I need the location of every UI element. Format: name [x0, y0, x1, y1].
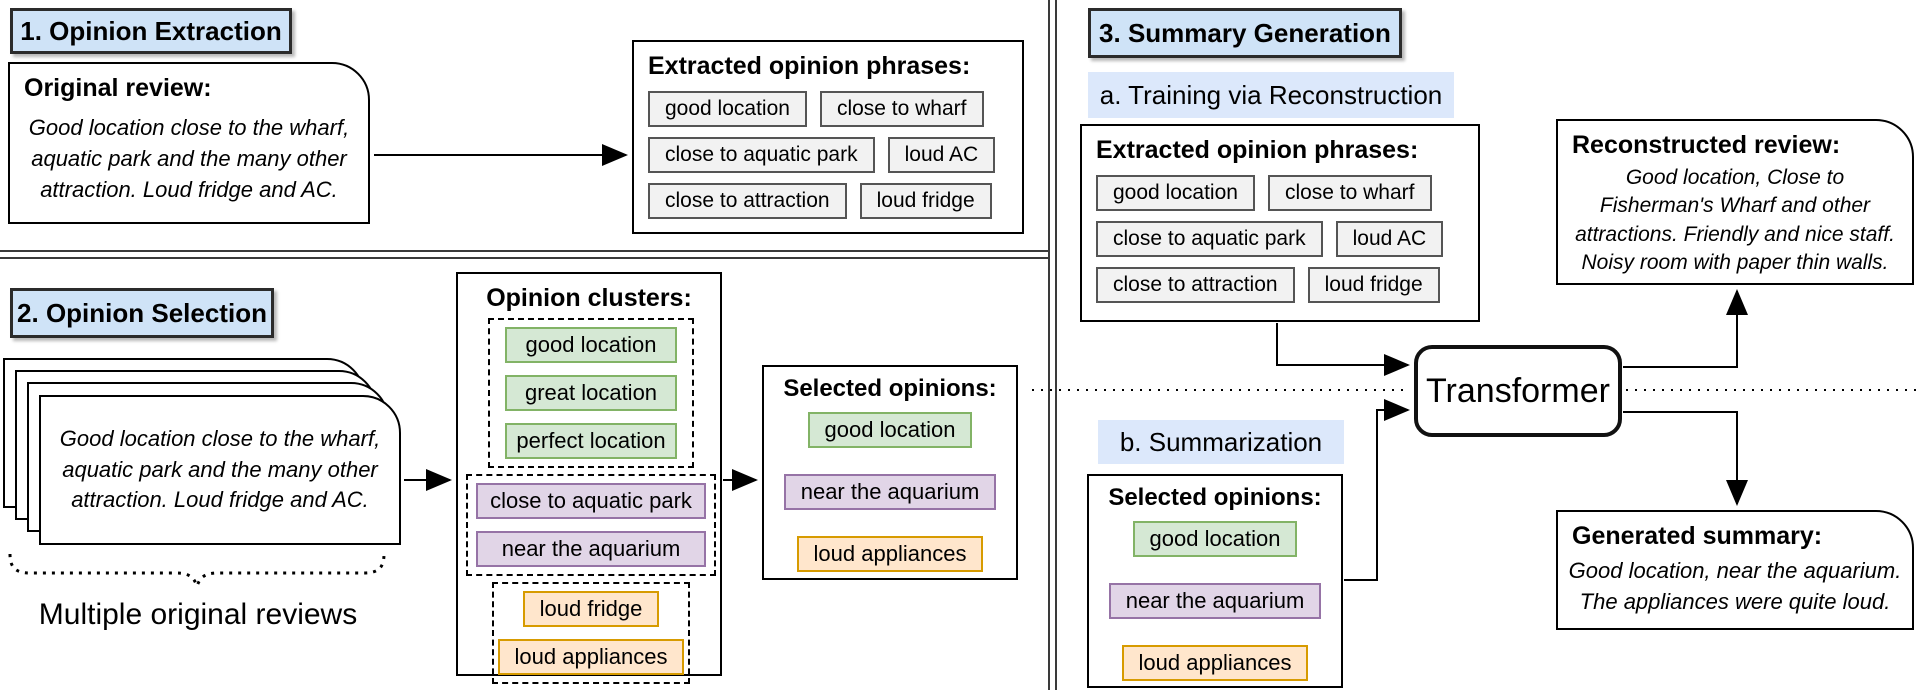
phrase-chip: loud AC: [1335, 221, 1444, 257]
horizontal-divider: [0, 250, 1050, 252]
reconstructed-review-title: Reconstructed review:: [1572, 131, 1841, 159]
phrase-chip: close to aquatic park: [648, 137, 875, 173]
extracted-phrases-box: Extracted opinion phrases: good location…: [1080, 124, 1480, 322]
transformer-label: Transformer: [1426, 371, 1610, 410]
selected-chip: near the aquarium: [783, 474, 997, 510]
selected-opinions-box: Selected opinions: good location near th…: [762, 365, 1018, 580]
phrase-chip: good location: [648, 91, 807, 127]
cluster-group-location: good location great location perfect loc…: [488, 318, 694, 468]
extracted-phrases-title: Extracted opinion phrases:: [648, 52, 971, 80]
section-header-summary-generation: 3. Summary Generation: [1088, 8, 1402, 58]
cluster-group-aquarium: close to aquatic park near the aquarium: [466, 474, 716, 576]
section-header-opinion-extraction: 1. Opinion Extraction: [10, 8, 292, 54]
section-header-opinion-selection: 2. Opinion Selection: [10, 288, 274, 338]
horizontal-divider: [0, 257, 1050, 259]
cluster-chip: loud fridge: [522, 591, 660, 627]
cluster-chip: great location: [505, 375, 677, 411]
arrow-transformer-to-reconstructed: [1623, 289, 1748, 368]
vertical-divider: [1055, 0, 1057, 690]
reconstructed-review-text: Good location, Close to Fisherman's Whar…: [1575, 166, 1895, 275]
cluster-chip: near the aquarium: [476, 531, 706, 567]
selected-chip: good location: [807, 412, 973, 448]
phrase-chip: loud fridge: [859, 183, 992, 219]
section-header-label: 1. Opinion Extraction: [20, 15, 282, 46]
cluster-group-appliances: loud fridge loud appliances: [492, 582, 690, 684]
cluster-chip: close to aquatic park: [476, 483, 706, 519]
selected-chip: loud appliances: [796, 536, 984, 572]
selected-opinions-title: Selected opinions:: [1108, 484, 1322, 511]
phrase-chip: close to aquatic park: [1096, 221, 1323, 257]
cluster-chip: loud appliances: [497, 639, 685, 675]
original-review-title: Original review:: [24, 74, 212, 102]
selected-opinions-box: Selected opinions: good location near th…: [1087, 474, 1343, 688]
selected-chip: good location: [1132, 521, 1298, 557]
section-header-label: 3. Summary Generation: [1099, 17, 1391, 48]
reconstructed-review-card: Reconstructed review: Good location, Clo…: [1556, 119, 1914, 285]
summarization-label: b. Summarization: [1098, 420, 1344, 464]
section-header-label: 2. Opinion Selection: [17, 297, 267, 328]
generated-summary-card: Generated summary: Good location, near t…: [1556, 510, 1914, 630]
selected-chip: near the aquarium: [1108, 583, 1322, 619]
phrase-chip: loud fridge: [1307, 267, 1440, 303]
phrase-chip: close to attraction: [1096, 267, 1295, 303]
generated-summary-text: Good location, near the aquarium. The ap…: [1568, 557, 1902, 614]
training-via-reconstruction-label: a. Training via Reconstruction: [1088, 72, 1454, 118]
phrase-chip: close to wharf: [819, 91, 984, 127]
original-review-text: Good location close to the wharf, aquati…: [28, 115, 350, 202]
phrase-chip: loud AC: [887, 137, 996, 173]
vertical-divider: [1048, 0, 1050, 690]
opinion-clusters-box: Opinion clusters: good location great lo…: [456, 272, 722, 684]
arrow-transformer-to-summary: [1623, 411, 1748, 506]
selected-chip: loud appliances: [1121, 645, 1309, 681]
phrase-chip: good location: [1096, 175, 1255, 211]
extracted-phrases-box: Extracted opinion phrases: good location…: [632, 40, 1024, 234]
phrase-chip: close to attraction: [648, 183, 847, 219]
arrow-phrases-to-transformer: [1276, 323, 1410, 376]
selected-opinions-title: Selected opinions:: [783, 375, 997, 402]
arrow-selected-to-transformer: [1344, 399, 1410, 581]
review-stack-front-card: Good location close to the wharf, aquati…: [39, 395, 401, 545]
stack-brace: [8, 553, 386, 591]
generated-summary-title: Generated summary:: [1572, 522, 1823, 550]
opinion-clusters-title: Opinion clusters:: [486, 284, 692, 312]
transformer-box: Transformer: [1414, 345, 1622, 437]
original-review-card: Original review: Good location close to …: [8, 62, 370, 224]
phrase-chip: close to wharf: [1267, 175, 1432, 211]
stack-review-text: Good location close to the wharf, aquati…: [59, 425, 381, 513]
extracted-phrases-title: Extracted opinion phrases:: [1096, 136, 1419, 164]
cluster-chip: good location: [505, 327, 677, 363]
cluster-chip: perfect location: [505, 423, 677, 459]
stack-caption: Multiple original reviews: [38, 598, 358, 631]
